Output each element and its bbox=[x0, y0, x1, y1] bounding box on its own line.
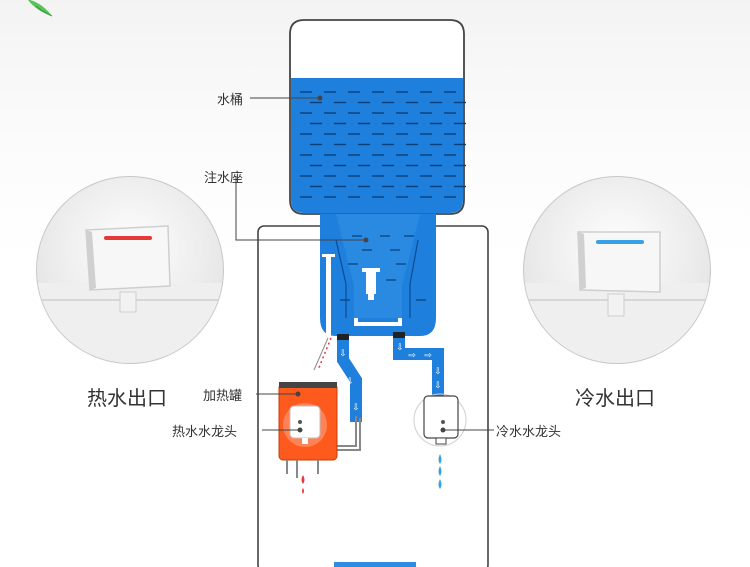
cold-tap-assembly bbox=[413, 393, 467, 489]
svg-text:⇩: ⇩ bbox=[339, 349, 347, 359]
svg-text:⇨: ⇨ bbox=[408, 351, 416, 361]
label-bucket: 水桶 bbox=[217, 93, 244, 108]
label-heater: 加热罐 bbox=[203, 389, 243, 404]
heater-tank bbox=[278, 382, 338, 494]
label-cold-outlet: 冷水出口 bbox=[575, 386, 655, 410]
cold-indicator bbox=[596, 240, 644, 244]
svg-text:⇩: ⇩ bbox=[352, 403, 360, 413]
hot-outlet-closeup bbox=[36, 176, 224, 364]
cold-water-pipe: ⇩ ⇨ ⇨ ⇩ ⇩ bbox=[393, 330, 444, 396]
leaf-decoration bbox=[28, 0, 53, 17]
hot-indicator bbox=[104, 236, 152, 240]
label-water-seat: 注水座 bbox=[204, 171, 244, 186]
cold-outlet-closeup bbox=[523, 176, 711, 364]
svg-text:⇩: ⇩ bbox=[396, 343, 404, 353]
svg-text:⇨: ⇨ bbox=[424, 351, 432, 361]
svg-text:⇩: ⇩ bbox=[434, 381, 442, 391]
water-bucket bbox=[289, 19, 466, 215]
leader-lines bbox=[235, 95, 494, 433]
svg-text:⇩: ⇩ bbox=[434, 367, 442, 377]
reservoir bbox=[320, 214, 436, 340]
label-cold-tap: 冷水水龙头 bbox=[496, 425, 562, 440]
label-hot-tap: 热水水龙头 bbox=[172, 425, 238, 440]
label-hot-outlet: 热水出口 bbox=[87, 386, 167, 410]
svg-text:⇩: ⇩ bbox=[346, 377, 354, 387]
